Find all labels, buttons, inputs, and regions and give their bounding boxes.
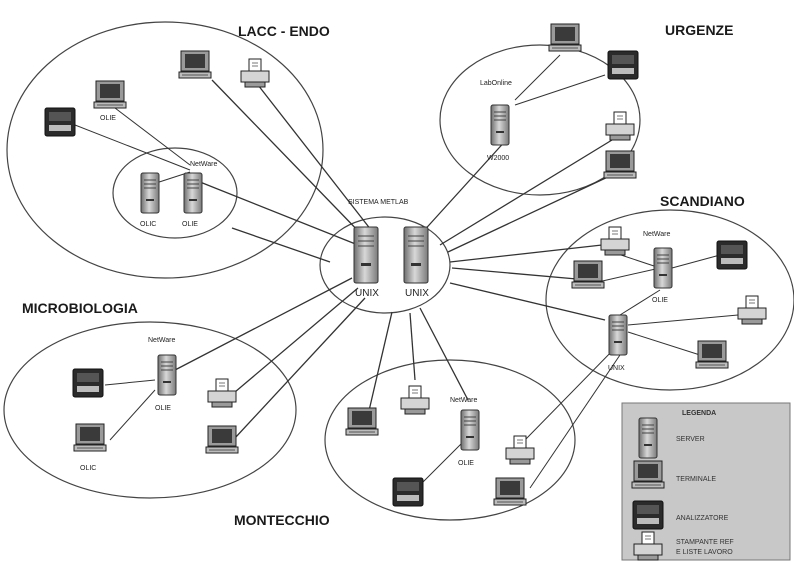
lacc-server-olie [183,172,203,214]
legend-box: LEGENDA SERVER TERMINALE ANALIZZATORE ST… [621,402,791,561]
montecchio-terminal-right [493,477,527,506]
lacc-server-olic-label: OLIC [140,221,156,228]
montecchio-printer-right [505,435,535,465]
region-title-montecchio: MONTECCHIO [234,512,330,528]
central-unix-server-1 [353,226,379,284]
scandiano-printer-right [737,295,767,325]
microbiologia-terminal-right [205,425,239,454]
urgenze-terminal-top [548,23,582,52]
lacc-terminal-top [178,50,212,79]
urgenze-server-w2000 [490,104,510,146]
central-system-title: SISTEMA METLAB [348,199,409,206]
lacc-terminal-olie-label: OLIE [100,115,116,122]
urgenze-terminal-bottom [603,150,637,179]
lacc-netware-subzone [112,147,238,239]
scandiano-analyzer [716,240,748,270]
urgenze-analyzer [607,50,639,80]
legend-analyzer-text: ANALIZZATORE [676,515,729,522]
legend-title: LEGENDA [682,410,716,417]
legend-analyzer-icon [632,500,664,530]
montecchio-server-olie [460,409,480,451]
legend-server-text: SERVER [676,436,705,443]
lacc-netware-label: NetWare [190,161,217,168]
lacc-endo-zone [6,21,324,279]
scandiano-terminal-left [571,260,605,289]
lacc-server-olie-label: OLIE [182,221,198,228]
montecchio-analyzer [392,477,424,507]
network-links [174,79,613,439]
montecchio-zone [324,359,576,521]
central-zone [319,216,451,314]
montecchio-server-olie-label: OLIE [458,460,474,467]
microbiologia-server-olie-label: OLIE [155,405,171,412]
montecchio-terminal-left [345,407,379,436]
lacc-server-olic [140,172,160,214]
microbiologia-terminal-olic [73,423,107,452]
legend-server-icon [638,417,658,459]
scandiano-server-olie [653,247,673,289]
central-unix-server-2 [403,226,429,284]
scandiano-server-olie-label: OLIE [652,297,668,304]
scandiano-terminal-right [695,340,729,369]
microbiologia-netware-label: NetWare [148,337,175,344]
lacc-analyzer [44,107,76,137]
urgenze-printer [605,111,635,141]
legend-printer-text-2: E LISTE LAVORO [676,549,733,556]
region-title-lacc-endo: LACC - ENDO [238,23,330,39]
scandiano-unix-server [608,314,628,356]
legend-terminal-text: TERMINALE [676,476,716,483]
urgenze-labonline-label: LabOnline [480,80,512,87]
urgenze-zone [439,44,641,196]
microbiologia-analyzer [72,368,104,398]
region-title-urgenze: URGENZE [665,22,733,38]
lacc-terminal-olie [93,80,127,109]
microbiologia-terminal-olic-label: OLIC [80,465,96,472]
microbiologia-printer [207,378,237,408]
scandiano-zone [545,209,794,391]
urgenze-server-w2000-label: W2000 [487,155,509,162]
microbiologia-zone [3,321,297,499]
legend-terminal-icon [631,460,665,489]
scandiano-netware-label: NetWare [643,231,670,238]
scandiano-printer-left [600,226,630,256]
scandiano-unix-server-label: UNIX [608,365,625,372]
central-unix-label-1: UNIX [355,288,379,299]
central-unix-label-2: UNIX [405,288,429,299]
lacc-printer-top [240,58,270,88]
montecchio-printer-left [400,385,430,415]
region-title-microbiologia: MICROBIOLOGIA [22,300,138,316]
region-title-scandiano: SCANDIANO [660,193,745,209]
microbiologia-server-olie [157,354,177,396]
montecchio-netware-label: NetWare [450,397,477,404]
legend-printer-text-1: STAMPANTE REF [676,539,734,546]
